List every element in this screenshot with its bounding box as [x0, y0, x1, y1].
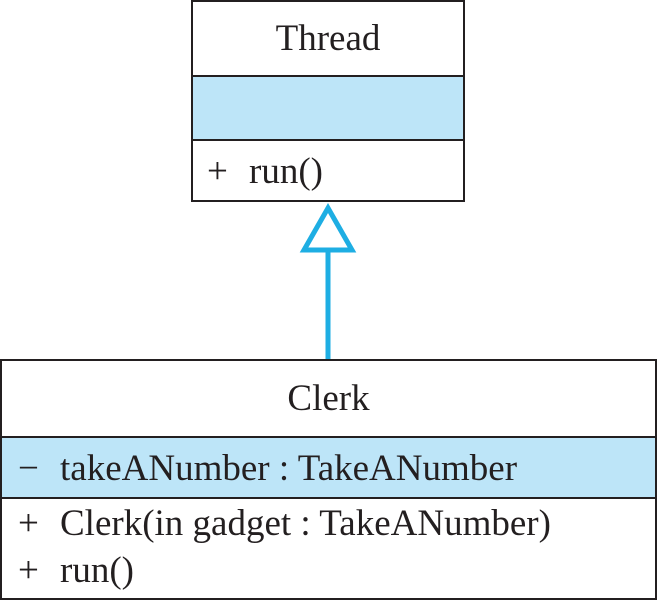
clerk-attributes-compartment: −takeANumber : TakeANumber	[2, 436, 655, 497]
clerk-operation-run: + run()	[18, 552, 655, 589]
operation-signature: Clerk(in gadget : TakeANumber)	[60, 503, 551, 544]
clerk-operation-constructor: + Clerk(in gadget : TakeANumber)	[18, 505, 655, 542]
clerk-operations-compartment: + Clerk(in gadget : TakeANumber) + run()	[2, 497, 655, 598]
operation-signature: run()	[60, 550, 134, 591]
clerk-attribute-takeanumber: −takeANumber : TakeANumber	[18, 450, 655, 487]
clerk-class-name: Clerk	[287, 378, 370, 419]
visibility-private: −	[18, 448, 39, 489]
clerk-class: Clerk −takeANumber : TakeANumber + Clerk(…	[0, 359, 657, 600]
attribute-signature: takeANumber : TakeANumber	[60, 448, 518, 489]
thread-operation-run: + run()	[207, 153, 463, 190]
generalization-arrowhead	[299, 202, 357, 253]
thread-class-name: Thread	[275, 18, 381, 59]
visibility-public: +	[207, 151, 228, 192]
thread-operations-compartment: + run()	[193, 139, 463, 200]
visibility-public: +	[18, 503, 39, 544]
operation-signature: run()	[249, 151, 323, 192]
thread-attributes-compartment	[193, 75, 463, 139]
visibility-public: +	[18, 550, 39, 591]
thread-class: Thread + run()	[191, 0, 465, 202]
